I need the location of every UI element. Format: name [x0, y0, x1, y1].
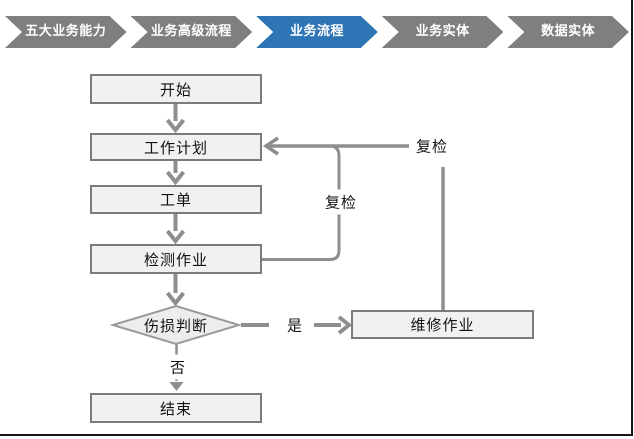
tab-five-capabilities[interactable]: 五大业务能力 [5, 16, 127, 48]
node-repair-job: 维修作业 [351, 310, 534, 339]
decision-diamond [109, 304, 243, 346]
tab-high-level-process[interactable]: 业务高级流程 [131, 16, 253, 48]
node-start: 开始 [90, 74, 262, 104]
node-work-plan: 工作计划 [90, 133, 262, 161]
node-end: 结束 [90, 393, 262, 423]
edge-label-no: 否 [162, 354, 194, 380]
edge-label-yes: 是 [279, 312, 311, 338]
process-breadcrumb: 五大业务能力 业务高级流程 业务流程 业务实体 数据实体 [5, 16, 629, 48]
arrowhead-left [262, 136, 279, 156]
arrowhead-down-2 [165, 170, 186, 186]
edge-recheck-inner [262, 144, 341, 261]
edge-label-recheck-outer: 复检 [408, 133, 456, 159]
edge-label-recheck-inner: 复检 [317, 189, 365, 215]
node-damage-decision-label: 伤损判断 [143, 317, 208, 335]
node-work-order: 工单 [90, 185, 262, 214]
arrowhead-down-1 [165, 118, 186, 134]
tab-business-entity[interactable]: 业务实体 [382, 16, 504, 48]
node-inspection-job: 检测作业 [90, 244, 262, 274]
arrowhead-small-down [169, 382, 184, 391]
arrowhead-right [337, 315, 353, 335]
tab-business-process[interactable]: 业务流程 [256, 16, 378, 48]
tab-data-entity[interactable]: 数据实体 [507, 16, 629, 48]
arrowhead-down-4 [165, 291, 186, 307]
arrowhead-down-3 [165, 229, 186, 245]
